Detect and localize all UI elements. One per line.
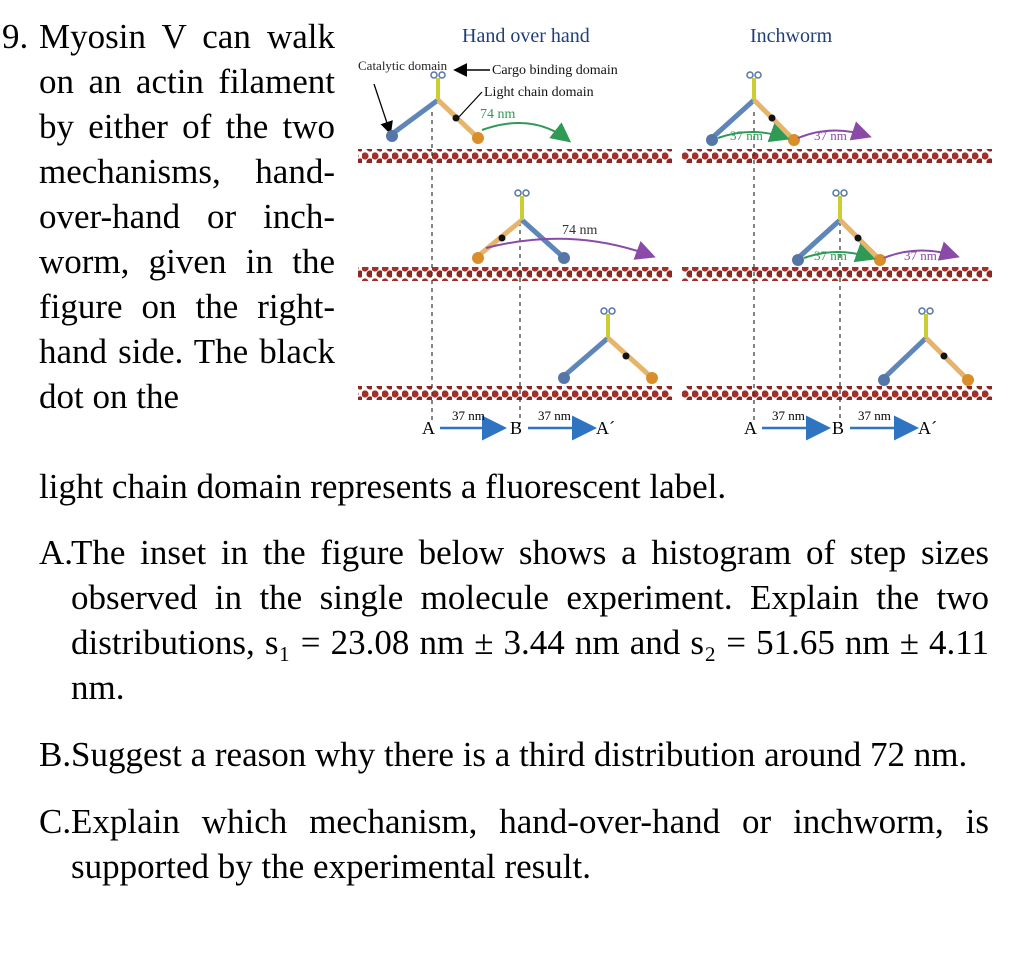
part-text: Suggest a reason why there is a third di…	[71, 735, 968, 774]
arrow-inch-row2-b	[883, 241, 960, 261]
actin-filament-right-3	[682, 386, 992, 400]
myosin-inch-row1	[706, 71, 800, 146]
myosin-inch-row3	[878, 307, 974, 386]
question-number: 9.	[2, 17, 29, 56]
step-label-37-inch-row2-a: 37 nm	[814, 248, 847, 263]
question-part-a: A. The inset in the figure below shows a…	[39, 530, 989, 710]
part-text: The inset in the figure below shows a hi…	[71, 533, 989, 707]
part-letter: B.	[39, 735, 72, 774]
arrow-hoh-row2	[485, 237, 656, 260]
inch-pos-a-prime: A´	[918, 418, 937, 438]
actin-filament-left-3	[358, 386, 672, 400]
hoh-step-label-ab: 37 nm	[452, 408, 485, 423]
question-intro-continued: light chain domain represents a fluoresc…	[39, 467, 727, 506]
step-label-37-inch-row1-a: 37 nm	[730, 128, 763, 143]
actin-filament-left-2	[358, 267, 672, 281]
arrow-inch-row2-a	[803, 243, 876, 263]
actin-filament-right-2	[682, 267, 992, 281]
arrow-inch-row1-a	[717, 123, 790, 143]
arrow-hoh-row1	[481, 121, 572, 143]
title-inchworm: Inchworm	[750, 25, 833, 47]
inch-pos-b: B	[832, 418, 844, 438]
part-letter: A.	[39, 533, 74, 572]
actin-filament-right-1	[682, 149, 992, 163]
figure-diagram: Hand over hand Inchworm Catalytic domain…	[358, 25, 992, 441]
catalytic-pointer	[373, 83, 393, 135]
part-letter: C.	[39, 802, 72, 841]
label-catalytic-text: Catalytic domain	[358, 58, 448, 73]
label-catalytic-domain: Catalytic domain	[358, 58, 448, 73]
myosin-hoh-row1	[386, 71, 484, 144]
question-part-c: C. Explain which mechanism, hand-over-ha…	[39, 799, 989, 889]
step-label-74-row2: 74 nm	[562, 223, 598, 238]
hoh-pos-a: A	[422, 418, 435, 438]
myosin-hoh-row2	[472, 189, 570, 264]
actin-filament-left-1	[358, 149, 672, 163]
title-hand-over-hand: Hand over hand	[462, 25, 590, 47]
hoh-step-label-ba: 37 nm	[538, 408, 571, 423]
question-intro: Myosin V can walk on an actin filament b…	[39, 17, 335, 416]
myosin-walking-figure: Hand over hand Inchworm Catalytic domain…	[352, 12, 1000, 454]
hoh-pos-b: B	[510, 418, 522, 438]
reference-lines	[431, 112, 841, 424]
label-light-chain: Light chain domain	[484, 85, 594, 100]
question-parts: A. The inset in the figure below shows a…	[39, 530, 989, 911]
label-cargo-binding: Cargo binding domain	[492, 63, 618, 78]
light-chain-pointer	[457, 91, 483, 119]
inch-pos-a: A	[744, 418, 757, 438]
question-part-b: B. Suggest a reason why there is a third…	[39, 732, 989, 777]
arrow-inch-row1-b	[797, 121, 872, 141]
inch-step-label-ab: 37 nm	[772, 408, 805, 423]
step-label-37-inch-row1-b: 37 nm	[814, 128, 847, 143]
step-label-74-row1: 74 nm	[480, 107, 516, 122]
part-text: Explain which mechanism, hand-over-hand …	[71, 802, 989, 886]
step-label-37-inch-row2-b: 37 nm	[904, 248, 937, 263]
hoh-pos-a-prime: A´	[596, 418, 615, 438]
myosin-hoh-row3	[558, 307, 658, 384]
inch-step-label-ba: 37 nm	[858, 408, 891, 423]
